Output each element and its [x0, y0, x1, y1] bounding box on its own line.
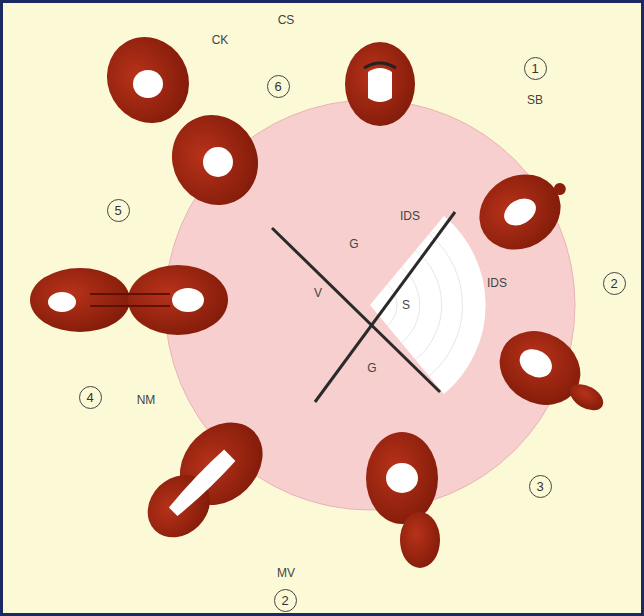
callout-number: 2	[281, 594, 288, 607]
phase-label: MV	[275, 566, 297, 580]
phase-label: G	[365, 361, 378, 375]
callout-circle: 2	[274, 589, 297, 612]
background: 1 2 3 2 4 5 6 CS CK SB IDS IDS G V S G NM MV	[3, 3, 641, 613]
callout-circle: 1	[524, 57, 547, 80]
callout-number: 4	[86, 391, 93, 404]
callout-circle: 5	[107, 199, 130, 222]
callout-number: 2	[610, 277, 617, 290]
phase-label: V	[312, 286, 324, 300]
callout-circle: 2	[603, 272, 626, 295]
callout-circle: 6	[267, 75, 290, 98]
phase-label: S	[400, 298, 412, 312]
callout-circle: 3	[529, 475, 552, 498]
phase-label: SB	[525, 93, 545, 107]
phase-label: IDS	[398, 209, 422, 223]
callout-number: 5	[114, 204, 121, 217]
phase-label: CS	[276, 13, 297, 27]
callout-number: 1	[531, 62, 538, 75]
cell-cycle-illustration	[3, 3, 641, 613]
callout-number: 3	[536, 480, 543, 493]
phase-label: G	[347, 237, 360, 251]
phase-label: CK	[210, 33, 231, 47]
phase-label: NM	[135, 393, 158, 407]
connector-layer	[3, 3, 641, 613]
phase-label: IDS	[485, 276, 509, 290]
callout-number: 6	[274, 80, 281, 93]
callout-circle: 4	[79, 386, 102, 409]
